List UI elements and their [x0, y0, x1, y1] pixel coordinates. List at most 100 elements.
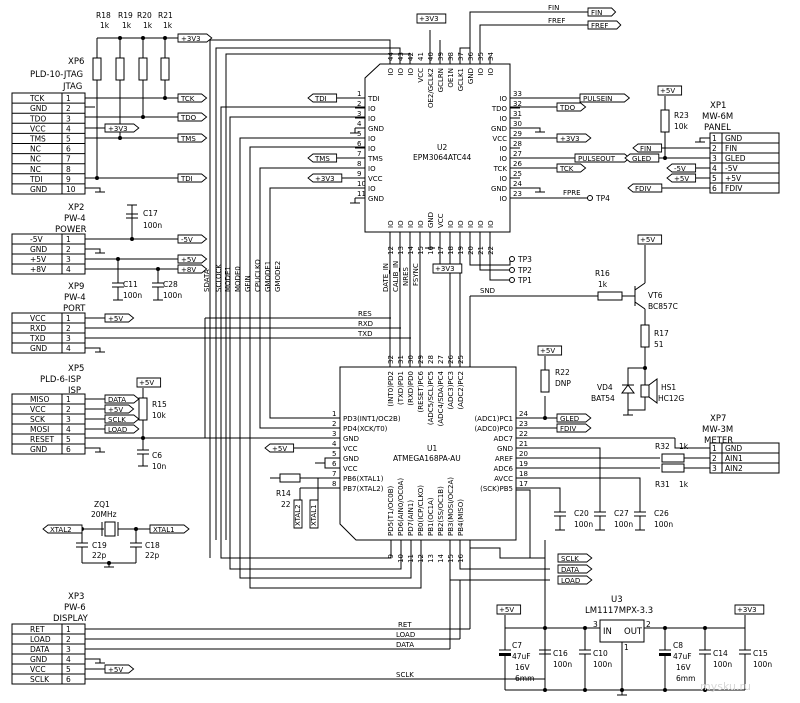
u2-pin-name: IO — [387, 220, 395, 228]
u2-pin-num: 43 — [397, 52, 405, 61]
c20-ref: C20 — [574, 509, 589, 518]
net-flag-label: FIN — [591, 9, 602, 17]
net-flag-xtal2 — [293, 499, 303, 529]
u2-pin-num: 37 — [457, 52, 465, 61]
u2-pin-name: IO — [499, 175, 507, 183]
xp6-pin-num: 2 — [66, 104, 71, 113]
net-flag-label: TMS — [314, 155, 330, 163]
u1-pin-num: 14 — [437, 553, 445, 562]
xp6-type: PLD-10-JTAG — [30, 70, 83, 80]
net-fsync: FSYNC — [412, 263, 420, 286]
net-flag-label: XTAL1 — [153, 526, 175, 534]
xp3-pin-num: 2 — [66, 635, 71, 644]
u1-pin-num: 18 — [519, 470, 528, 478]
u2-pin-num: 3 — [357, 110, 361, 118]
net-flag-label: +3V3 — [737, 606, 757, 614]
u3-ref: U3 — [611, 595, 623, 605]
xp3-wires: RET LOAD DATA SCLK — [85, 540, 546, 680]
xp1-name: PANEL — [704, 123, 731, 133]
connector-xp6: XP6 PLD-10-JTAG JTAG — [30, 57, 84, 92]
net-flag-data — [557, 564, 593, 574]
xp5-pin-num: 1 — [66, 395, 71, 404]
u1-pin-name: PD3(INT1/OC2B) — [343, 415, 401, 423]
xp6-pin-num: 10 — [66, 185, 76, 194]
net-flag-label: SCLK — [561, 555, 579, 563]
xp1-pin-name: FIN — [725, 144, 737, 153]
c8-ref: C8 — [673, 641, 683, 650]
u1-pin-num: 22 — [519, 430, 528, 438]
net-flag-p8v — [177, 264, 208, 274]
watermark: mysku.ru — [700, 680, 751, 693]
xp5-ref: XP5 — [68, 364, 84, 374]
u2-pin-num: 2 — [357, 100, 361, 108]
u3-pin3: 3 — [593, 620, 598, 629]
u2-pin-num: 11 — [357, 190, 366, 198]
xp6-pin-name: NC — [30, 145, 41, 154]
xp7-frame — [709, 442, 780, 474]
u1-pin-name: GND — [497, 445, 513, 453]
u1-pin-name: AREF — [495, 455, 513, 463]
net-gmode1: GMODE1 — [264, 261, 272, 292]
u1-pin-name: ADC7 — [493, 435, 513, 443]
net-flag-sclk — [104, 414, 140, 424]
xp2-name: POWER — [55, 225, 87, 235]
u2-pin-num: 6 — [357, 140, 362, 148]
net-calib-in: CALIB_IN — [392, 261, 400, 292]
xp7-pin-num: 3 — [712, 464, 717, 473]
net-flags: +3V3TCKTDO+3V3TMSTDI-5V+5V+8V+5VDATA+5VS… — [42, 7, 765, 674]
u1-pin-num: 19 — [519, 460, 528, 468]
u2-pin-name: TCK — [493, 165, 508, 173]
u1-pin-num: 13 — [427, 554, 435, 563]
net-load: LOAD — [396, 631, 415, 639]
u2-pin-name: GCLK1 — [457, 68, 465, 91]
u2-pin-name: TDO — [491, 105, 508, 113]
net-flag-label: LOAD — [561, 577, 580, 585]
u1-pin-num: 26 — [447, 355, 455, 364]
zq1-value: 20MHz — [91, 510, 117, 519]
xp3-pin-num: 4 — [66, 655, 71, 664]
u3-regulator: U3 LM1117MPX-3.3 IN OUT 3 2 1 — [499, 595, 772, 696]
u1-pin-num: 6 — [332, 460, 337, 468]
xp5-type: PLD-6-ISP — [40, 375, 81, 385]
u1-pin-name: VCC — [343, 445, 358, 453]
u2-pin-num: 4 — [357, 120, 362, 128]
net-flag-gled — [556, 413, 592, 423]
u2-pin-num: 18 — [447, 246, 455, 255]
u2-pin-num: 40 — [427, 52, 435, 61]
xp6-wires — [85, 97, 178, 193]
net-flag-label: +8V — [181, 266, 196, 274]
u2-pin-num: 41 — [417, 52, 425, 61]
u2-pin-name: TDI — [367, 95, 380, 103]
xp1-pin-num: 6 — [712, 184, 717, 193]
mcu-bottom-wires — [449, 489, 550, 581]
u2-pin-name: VCC — [368, 175, 383, 183]
u1-pin-num: 32 — [387, 355, 395, 364]
net-fpre: FPRE — [563, 189, 581, 197]
c7-size: 6mm — [515, 674, 534, 683]
tp3-label: TP3 — [517, 255, 532, 264]
net-flag-tms — [177, 133, 208, 143]
net-flag-fin — [587, 7, 617, 17]
u2-pin-num: 22 — [487, 246, 495, 255]
net-flag-label: FIN — [640, 145, 651, 153]
xp3-pin-num: 3 — [66, 645, 71, 654]
u2-pin-name: IO — [368, 135, 376, 143]
u2-pin-name: GND — [467, 68, 475, 84]
r19-value: 1k — [122, 21, 132, 30]
net-flag-label: +5V — [108, 406, 123, 414]
xp1-pin-name: GLED — [725, 154, 746, 163]
u2-pin-num: 24 — [513, 180, 522, 188]
xp9-type: PW-4 — [64, 293, 86, 303]
c16-value: 100n — [553, 660, 572, 669]
net-flag-p5v — [177, 254, 208, 264]
xp2-pin-num: 1 — [66, 235, 71, 244]
u2-pin-num: 39 — [437, 52, 445, 61]
u2-pin-num: 35 — [477, 52, 485, 61]
xp6-pin-name: TMS — [29, 135, 46, 144]
mcu-right-wires: R22 DNP C20 100n C27 100n C26 100n — [516, 356, 675, 531]
u1-pin-num: 21 — [519, 440, 528, 448]
connector-xp2: XP2 PW-4 POWER — [55, 203, 87, 235]
c16-ref: C16 — [553, 649, 568, 658]
net-flag-label: +5V — [540, 347, 555, 355]
